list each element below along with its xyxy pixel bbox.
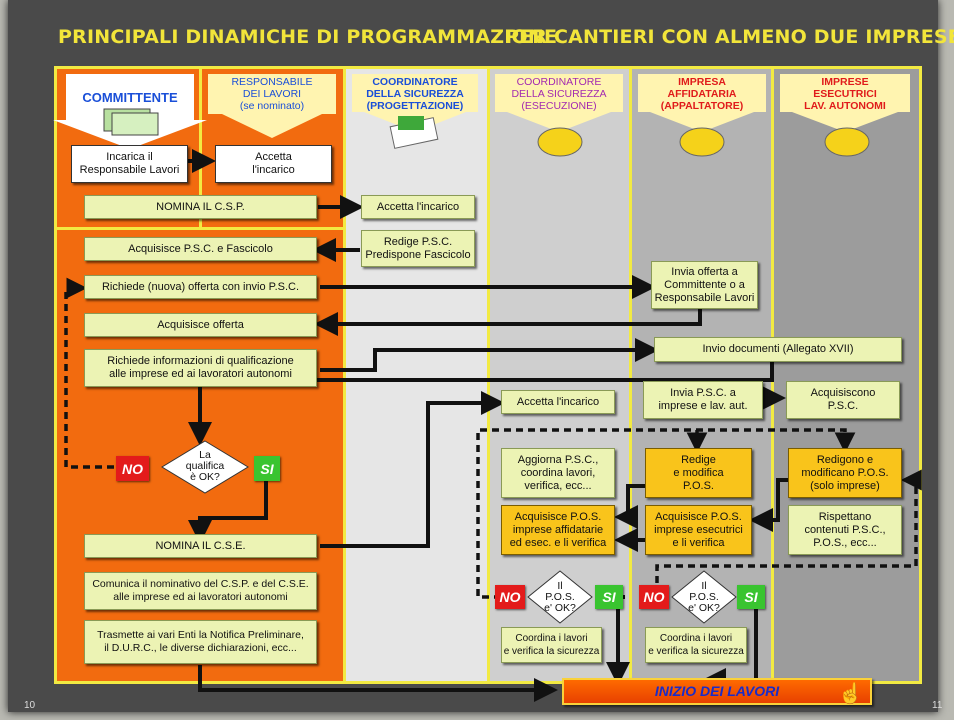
box-nomina-cse: NOMINA IL C.S.E. — [84, 534, 317, 558]
page-number-left: 10 — [24, 700, 36, 711]
box-accetta-cse: Accetta l'incarico — [501, 390, 615, 414]
box-rispettano: Rispettano contenuti P.S.C., P.O.S., ecc… — [788, 505, 902, 555]
box-acquisisce-pos-affidatarie: Acquisisce P.O.S. imprese affidatarie ed… — [501, 505, 615, 555]
decision-pos1-shape — [527, 570, 593, 624]
divider-responsabile — [199, 69, 202, 228]
box-invia-offerta: Invia offerta a Committente o a Responsa… — [651, 261, 758, 309]
header-cse: COORDINATORE DELLA SICUREZZA (ESECUZIONE… — [511, 76, 607, 112]
decision-pos2-shape — [671, 570, 737, 624]
header-committente: COMMITTENTE — [82, 90, 178, 105]
box-invio-documenti: Invio documenti (Allegato XVII) — [654, 337, 902, 362]
lane-csp — [344, 69, 489, 681]
header-affidataria: IMPRESA AFFIDATARIA (APPALTATORE) — [660, 76, 744, 112]
tag-si-pos1: SI — [595, 585, 623, 609]
decision-pos-2: Il P.O.S. e' OK? — [688, 580, 720, 614]
divider-cse — [487, 69, 490, 681]
title-right: PER CANTIERI CON ALMENO DUE IMPRESE — [505, 26, 954, 48]
box-coordina-affidataria: Coordina i lavori e verifica la sicurezz… — [645, 627, 747, 663]
tag-no-qualifica: NO — [116, 456, 149, 481]
box-acquisisce-pos-esecutrici: Acquisisce P.O.S. imprese esecutrici e l… — [645, 505, 752, 555]
header-esecutrici: IMPRESE ESECUTRICI LAV. AUTONOMI — [804, 76, 886, 112]
box-nomina-csp: NOMINA IL C.S.P. — [84, 195, 317, 219]
tag-si-pos2: SI — [737, 585, 765, 609]
diagram-border — [54, 66, 922, 684]
box-redige-psc: Redige P.S.C. Predispone Fascicolo — [361, 230, 475, 267]
decision-pos-1: Il P.O.S. e' OK? — [544, 580, 576, 614]
page-title: PRINCIPALI DINAMICHE DI PROGRAMMAZIONE P… — [58, 20, 954, 50]
box-trasmette: Trasmette ai vari Enti la Notifica Preli… — [84, 620, 317, 664]
hardhat-icons — [389, 116, 870, 157]
hand-cursor-icon: ☝ — [838, 683, 863, 705]
box-acquisisce-psc: Acquisisce P.S.C. e Fascicolo — [84, 237, 317, 261]
box-accetta-csp: Accetta l'incarico — [361, 195, 475, 219]
tag-no-pos2: NO — [639, 585, 669, 609]
lane-esecutrici — [773, 69, 919, 681]
box-acquisiscono-psc: Acquisiscono P.S.C. — [786, 381, 900, 419]
page-number-right: 11 — [932, 700, 943, 711]
header-responsabile: RESPONSABILE DEI LAVORI (se nominato) — [231, 76, 313, 112]
box-accetta-incarico: Accetta l'incarico — [215, 145, 332, 183]
box-redige-pos: Redige e modifica P.O.S. — [645, 448, 752, 498]
tag-si-qualifica: SI — [254, 456, 280, 481]
box-comunica: Comunica il nominativo del C.S.P. e del … — [84, 572, 317, 610]
divider-affidataria — [629, 69, 632, 681]
box-invia-psc: Invia P.S.C. a imprese e lav. aut. — [643, 381, 763, 419]
box-richiede-info: Richiede informazioni di qualificazione … — [84, 349, 317, 387]
box-richiede-offerta: Richiede (nuova) offerta con invio P.S.C… — [84, 275, 317, 299]
box-redigono-pos: Redigono e modificano P.O.S. (solo impre… — [788, 448, 902, 498]
box-inizio-lavori: INIZIO DEI LAVORI — [562, 678, 872, 705]
box-incarica: Incarica il Responsabile Lavori — [71, 145, 188, 183]
divider-committente-phase — [57, 227, 344, 230]
box-coordina-cse: Coordina i lavori e verifica la sicurezz… — [501, 627, 602, 663]
decision-qualifica: La qualifica è OK? — [185, 449, 225, 483]
decision-qualifica-shape — [161, 440, 249, 494]
title-left: PRINCIPALI DINAMICHE DI PROGRAMMAZIONE — [58, 26, 558, 48]
header-csp: COORDINATORE DELLA SICUREZZA (PROGETTAZI… — [366, 76, 464, 112]
money-icon — [103, 108, 159, 136]
divider-csp — [343, 69, 346, 681]
box-acquisisce-offerta: Acquisisce offerta — [84, 313, 317, 337]
box-aggiorna-psc: Aggiorna P.S.C., coordina lavori, verifi… — [501, 448, 615, 498]
tag-no-pos1: NO — [495, 585, 525, 609]
